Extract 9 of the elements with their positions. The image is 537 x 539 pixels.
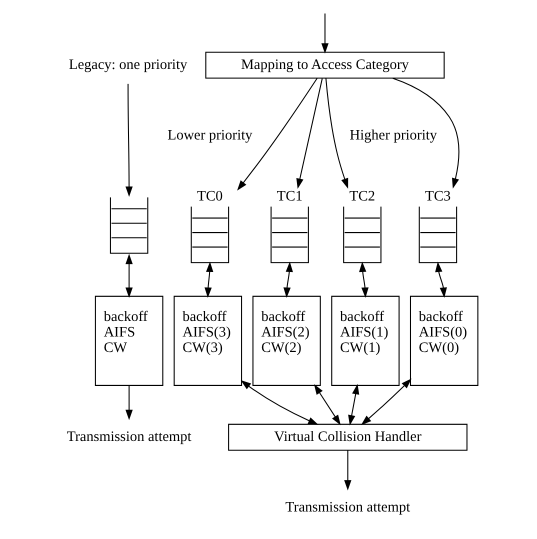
node-text: Transmission attempt	[66, 429, 192, 446]
node-text: Legacy: one priority	[68, 57, 188, 74]
label: Higher priority	[350, 127, 438, 144]
node-text: TC2	[349, 188, 376, 205]
node-text: TC3	[425, 188, 451, 205]
node-text: TC1	[276, 188, 303, 205]
node-text: TC0	[196, 188, 223, 205]
label: Lower priority	[167, 127, 252, 144]
node-text: Transmission attempt	[285, 500, 410, 516]
